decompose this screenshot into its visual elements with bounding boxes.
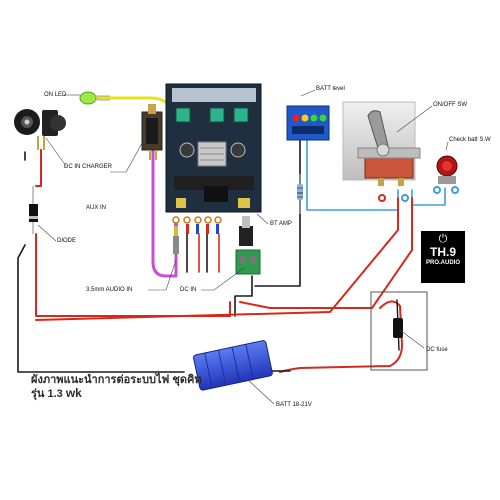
dc-barrel-plug [235, 216, 261, 275]
power-icon: ⏻ [438, 233, 448, 245]
label-bt-amp: BT AMP [270, 221, 292, 227]
logo-subtitle: PRO.AUDIO [425, 260, 460, 266]
diagram-caption: ผังภาพแนะนำการต่อระบบไฟ ชุดคิท รุ่น 1.3 … [31, 374, 202, 401]
wire-yellow-led [96, 96, 178, 124]
check-batt-button [433, 155, 459, 194]
label-check-batt-sw: Check batt S.W [449, 137, 491, 143]
label-leaders [37, 89, 449, 405]
audio-plug [173, 226, 179, 254]
label-batt-level: BATT level [316, 86, 345, 92]
label-dc-fuse: DC fuse [426, 347, 448, 353]
caption-line-2: รุ่น 1.3 wk [31, 387, 202, 401]
bt-amp-board [165, 83, 262, 213]
label-dc-in-charger: DC IN CHARGER [64, 164, 113, 170]
wire-red-switch-2 [239, 197, 413, 309]
resistor [297, 174, 303, 214]
label-dc-in: DC IN [180, 287, 197, 293]
label-aux-in: AUX IN [86, 205, 107, 211]
label-audio-in: 3.5mm AUDIO IN [86, 287, 133, 293]
batt-level-board [286, 105, 330, 141]
battery-pack [193, 340, 273, 391]
wire-red-switch [35, 197, 399, 321]
on-led [79, 91, 110, 105]
dc-fuse [370, 291, 428, 371]
wire-black-charger [17, 151, 185, 373]
label-diode: DIODE [57, 238, 77, 244]
aux-jack [141, 104, 163, 160]
caption-version-suffix: wk [65, 386, 82, 400]
wire-magenta-aux [151, 148, 178, 278]
on-off-switch [342, 101, 421, 202]
diode [29, 186, 38, 234]
caption-version: รุ่น 1.3 [31, 388, 66, 400]
label-on-off-sw: ON/OFF SW [433, 102, 467, 108]
wire-red-fuse [279, 300, 403, 373]
logo-name: TH.9 [429, 245, 456, 259]
amp-terminals [172, 216, 222, 234]
label-batt: BATT 18-21V [276, 402, 312, 408]
brand-logo: ⏻ TH.9 PRO.AUDIO [421, 231, 465, 283]
label-on-led: ON LED [44, 92, 67, 98]
dc-charger-jacks [14, 109, 66, 150]
caption-line-1: ผังภาพแนะนำการต่อระบบไฟ ชุดคิท [31, 374, 202, 386]
